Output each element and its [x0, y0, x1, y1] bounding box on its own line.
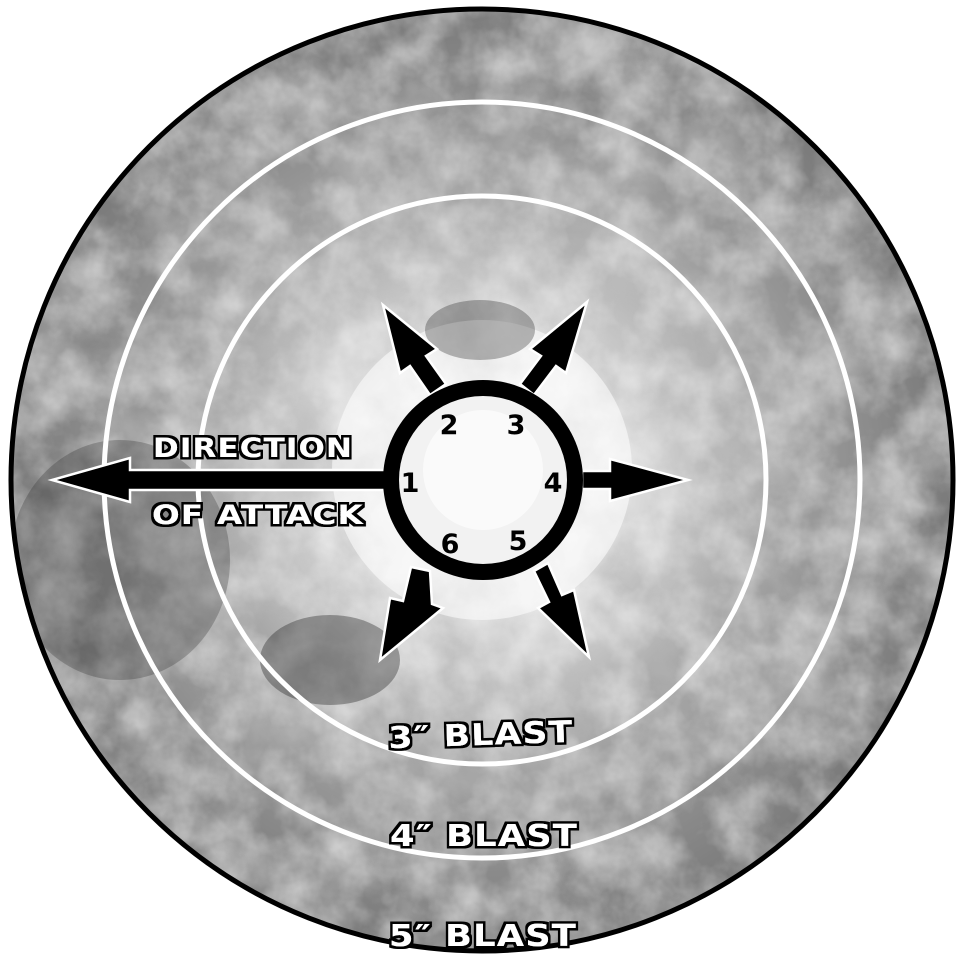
scatter-number-6: 6 — [441, 529, 460, 560]
blast-label-3-inch: 3″ BLAST — [388, 715, 574, 756]
direction-label-line1: DIRECTION — [153, 433, 353, 464]
direction-label-line2: OF ATTACK — [152, 500, 364, 531]
scatter-number-4: 4 — [544, 468, 563, 499]
blast-label-4-inch: 4″ BLAST — [390, 819, 578, 854]
scatter-number-5: 5 — [509, 526, 528, 557]
scatter-number-1: 1 — [401, 468, 420, 499]
scatter-number-2: 2 — [440, 410, 459, 441]
blast-label-5-inch: 5″ BLAST — [389, 919, 577, 954]
scatter-number-3: 3 — [507, 410, 526, 441]
